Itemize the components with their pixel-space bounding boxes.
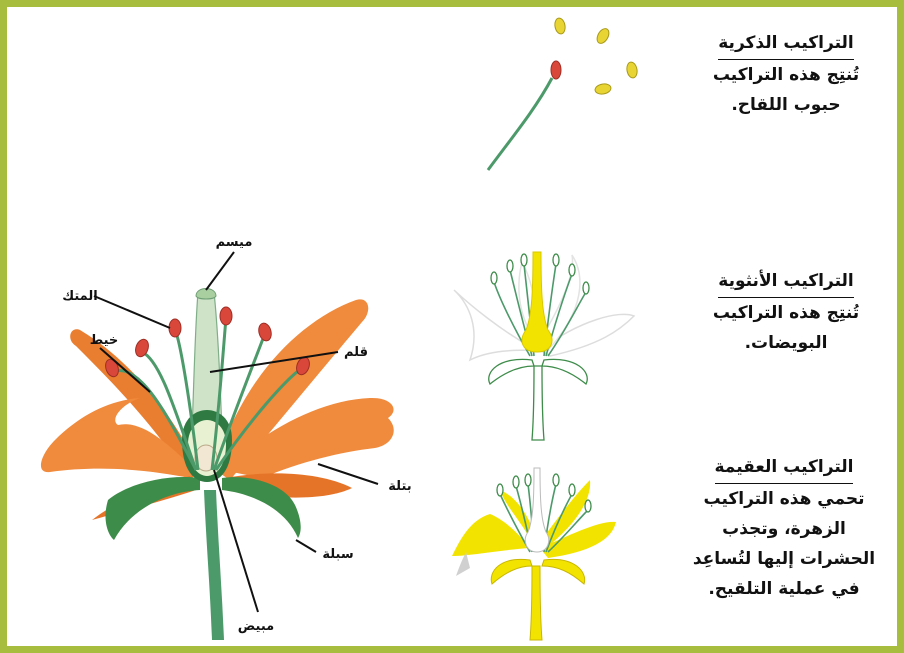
anther (220, 307, 232, 325)
label-stigma: ميسم (216, 235, 253, 250)
filament (488, 78, 552, 170)
female-structures-title: التراكيب الأنثوية (718, 266, 853, 298)
anther (169, 319, 181, 337)
label-anther: المتك (62, 289, 97, 304)
label-petal: بتلة (388, 479, 411, 494)
label-filament: خيط (90, 333, 119, 348)
stem (204, 490, 224, 640)
male-structures-icon (488, 17, 638, 170)
anther (257, 322, 273, 342)
sterile-structures-description: التراكيب العقيمة تحمي هذه التراكيب الزهر… (674, 452, 894, 604)
anther (551, 61, 561, 79)
male-structures-text: تُنتِج هذه التراكيب حبوب اللقاح. (686, 60, 886, 120)
label-ovary: مبيض (238, 619, 274, 634)
female-structures-icon (454, 252, 634, 440)
sterile-structures-icon (452, 468, 616, 640)
sterile-structures-title: التراكيب العقيمة (715, 452, 854, 484)
male-structures-title: التراكيب الذكرية (718, 28, 853, 60)
sterile-structures-text: تحمي هذه التراكيب الزهرة، وتجذب الحشرات … (674, 484, 894, 604)
female-structures-text: تُنتِج هذه التراكيب البويضات. (686, 298, 886, 358)
female-structures-description: التراكيب الأنثوية تُنتِج هذه التراكيب ال… (686, 266, 886, 358)
label-sepal: سبلة (322, 547, 353, 562)
label-style: قلم (344, 345, 368, 360)
stigma (196, 289, 216, 300)
male-structures-description: التراكيب الذكرية تُنتِج هذه التراكيب حبو… (686, 28, 886, 120)
pollen-grains (554, 17, 639, 95)
sepal-left (106, 477, 200, 540)
